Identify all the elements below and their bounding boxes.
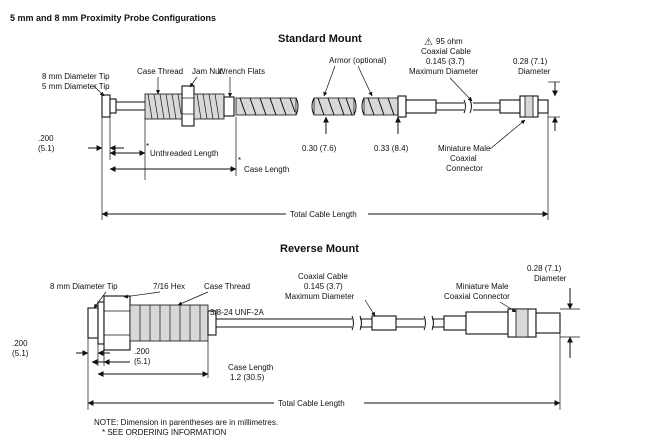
std-tip-label-5mm: 5 mm Diameter Tip bbox=[42, 82, 110, 91]
std-wrench-flats-label: Wrench Flats bbox=[218, 67, 265, 76]
rev-tip-label: 8 mm Diameter Tip bbox=[50, 282, 118, 291]
rev-connector-label-2: Coaxial Connector bbox=[444, 292, 510, 301]
std-connector-label-3: Connector bbox=[446, 164, 483, 173]
rev-dim-51-left: (5.1) bbox=[12, 349, 29, 358]
reverse-tip bbox=[87, 307, 99, 339]
standard-mount-title: Standard Mount bbox=[278, 33, 362, 45]
std-diameter-label: Diameter bbox=[518, 67, 551, 76]
std-total-cable-length: Total Cable Length bbox=[290, 210, 357, 219]
std-connector-label-1: Miniature Male bbox=[438, 144, 491, 153]
std-coax-label-2: 0.145 (3.7) bbox=[426, 57, 465, 66]
std-jam-nut-label: Jam Nut bbox=[192, 67, 223, 76]
page-title: 5 mm and 8 mm Proximity Probe Configurat… bbox=[10, 13, 216, 23]
std-dim-200: .200 bbox=[38, 134, 54, 143]
standard-probe-drawing bbox=[101, 85, 549, 127]
rev-case-length-label: Case Length bbox=[228, 363, 273, 372]
rev-case-thread-label: Case Thread bbox=[204, 282, 250, 291]
rev-case-length-value: 1.2 (30.5) bbox=[230, 373, 265, 382]
rev-total-cable-length: Total Cable Length bbox=[278, 399, 345, 408]
std-coax-label-3: Maximum Diameter bbox=[409, 67, 479, 76]
reverse-hex bbox=[103, 295, 131, 351]
rev-thread-spec: 3/8-24 UNF-2A bbox=[210, 308, 264, 317]
std-tip-label-8mm: 8 mm Diameter Tip bbox=[42, 72, 110, 81]
std-warning-symbol: ⚠ bbox=[424, 37, 433, 48]
std-connector-label-2: Coaxial bbox=[450, 154, 477, 163]
standard-armor bbox=[235, 95, 407, 118]
std-unthreaded-label: Unthreaded Length bbox=[150, 149, 219, 158]
std-unthreaded-star: * bbox=[146, 142, 149, 151]
rev-dim-200-right: .200 bbox=[134, 347, 150, 356]
std-dim-51: (5.1) bbox=[38, 144, 55, 153]
rev-dim-51-right: (5.1) bbox=[134, 357, 151, 366]
std-case-length-label: Case Length bbox=[244, 165, 289, 174]
rev-hex-label: 7/16 Hex bbox=[153, 282, 185, 291]
note-millimetres: NOTE: Dimension in parentheses are in mi… bbox=[94, 418, 278, 427]
std-dim-033: 0.33 (8.4) bbox=[374, 144, 409, 153]
rev-dim-200-left: .200 bbox=[12, 339, 28, 348]
std-coax-label-1: Coaxial Cable bbox=[421, 47, 471, 56]
reverse-probe-drawing bbox=[87, 295, 561, 351]
rev-coax-label-3: Maximum Diameter bbox=[285, 292, 355, 301]
rev-coax-label-1: Coaxial Cable bbox=[298, 272, 348, 281]
reverse-coax-connector bbox=[465, 308, 561, 338]
reverse-mount-title: Reverse Mount bbox=[280, 243, 359, 255]
rev-connector-label-1: Miniature Male bbox=[456, 282, 509, 291]
std-dim-030: 0.30 (7.6) bbox=[302, 144, 337, 153]
std-case-thread-label: Case Thread bbox=[137, 67, 183, 76]
reverse-case-thread bbox=[129, 304, 209, 342]
std-case-length-star: * bbox=[238, 156, 241, 165]
standard-wrench-flats bbox=[223, 96, 235, 117]
std-armor-label: Armor (optional) bbox=[329, 56, 387, 65]
std-ohm-label: 95 ohm bbox=[436, 37, 463, 46]
standard-jam-nut bbox=[181, 85, 195, 127]
std-diameter-value: 0.28 (7.1) bbox=[513, 57, 548, 66]
rev-coax-label-2: 0.145 (3.7) bbox=[304, 282, 343, 291]
note-ordering: * SEE ORDERING INFORMATION bbox=[102, 428, 227, 437]
standard-coax-connector bbox=[519, 95, 549, 118]
rev-diameter-value: 0.28 (7.1) bbox=[527, 264, 562, 273]
rev-diameter-label: Diameter bbox=[534, 274, 567, 283]
